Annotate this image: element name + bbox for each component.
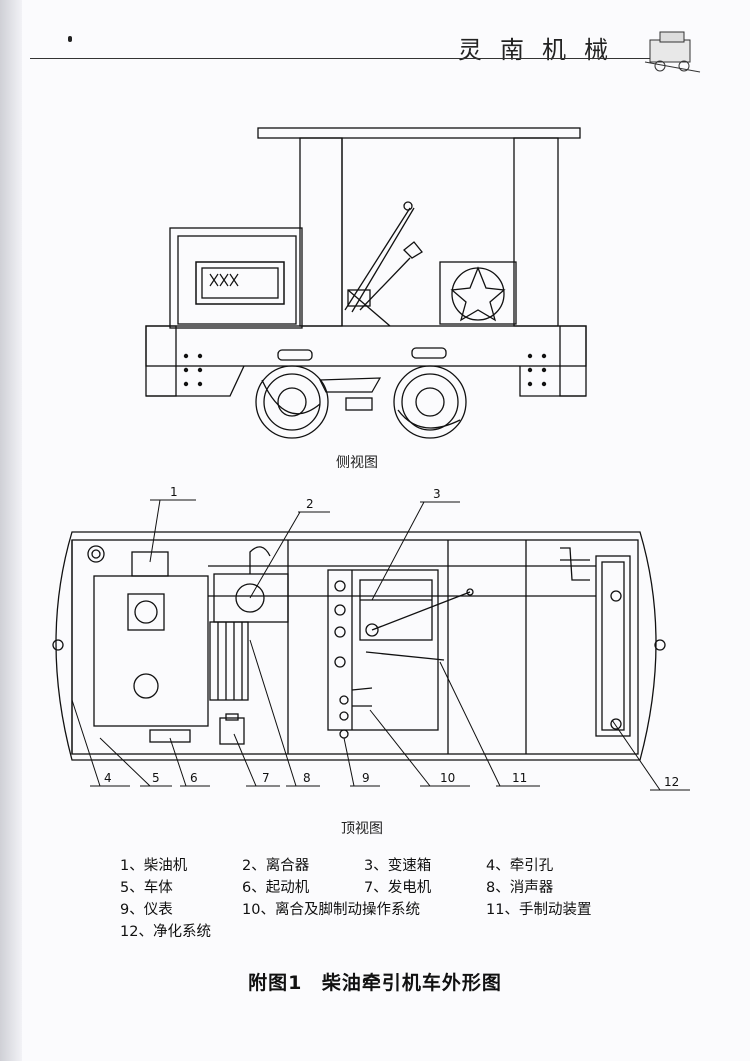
legend-item: 3、变速箱	[364, 858, 432, 874]
callout-7: 7	[262, 771, 270, 785]
legend-item: 1、柴油机	[120, 858, 188, 874]
legend-item: 12、净化系统	[120, 924, 211, 940]
callout-9: 9	[362, 771, 370, 785]
side-view-caption: 侧视图	[336, 455, 378, 471]
callout-leaders	[71, 499, 690, 791]
figure-number: 附图1	[248, 972, 303, 994]
header-rule	[30, 58, 670, 59]
top-view-caption: 顶视图	[341, 821, 383, 837]
legend-item: 6、起动机	[242, 880, 310, 896]
callout-4: 4	[104, 771, 112, 785]
callout-10: 10	[440, 771, 455, 785]
legend-item: 8、消声器	[486, 880, 554, 896]
callout-8: 8	[303, 771, 311, 785]
header-mark	[68, 36, 72, 42]
legend-item: 4、牵引孔	[486, 858, 554, 874]
callout-11: 11	[512, 771, 527, 785]
figure-title: 附图1 柴油牵引机车外形图	[0, 968, 750, 995]
header-title: 灵南机械	[458, 36, 626, 64]
callout-labels: 1 2 3 4 5 6 7 8 9 10 11 12	[104, 485, 679, 789]
callout-1: 1	[170, 485, 178, 499]
figure-name: 柴油牵引机车外形图	[321, 972, 502, 994]
top-view-drawing	[52, 531, 666, 761]
header-logo-icon	[644, 31, 701, 73]
legend-item: 11、手制动装置	[486, 902, 592, 918]
legend-item: 5、车体	[120, 880, 173, 896]
legend-item: 2、离合器	[242, 858, 310, 874]
page-edge-shadow	[0, 0, 22, 1061]
legend-item: 7、发电机	[364, 880, 432, 896]
callout-6: 6	[190, 771, 198, 785]
legend-item: 9、仪表	[120, 902, 173, 918]
legend-item: 10、离合及脚制动操作系统	[242, 902, 420, 918]
callout-12: 12	[664, 775, 679, 789]
callout-5: 5	[152, 771, 160, 785]
page-header: 灵南机械	[30, 20, 670, 64]
side-view-drawing	[145, 127, 587, 439]
callout-2: 2	[306, 497, 314, 511]
callout-3: 3	[433, 487, 441, 501]
